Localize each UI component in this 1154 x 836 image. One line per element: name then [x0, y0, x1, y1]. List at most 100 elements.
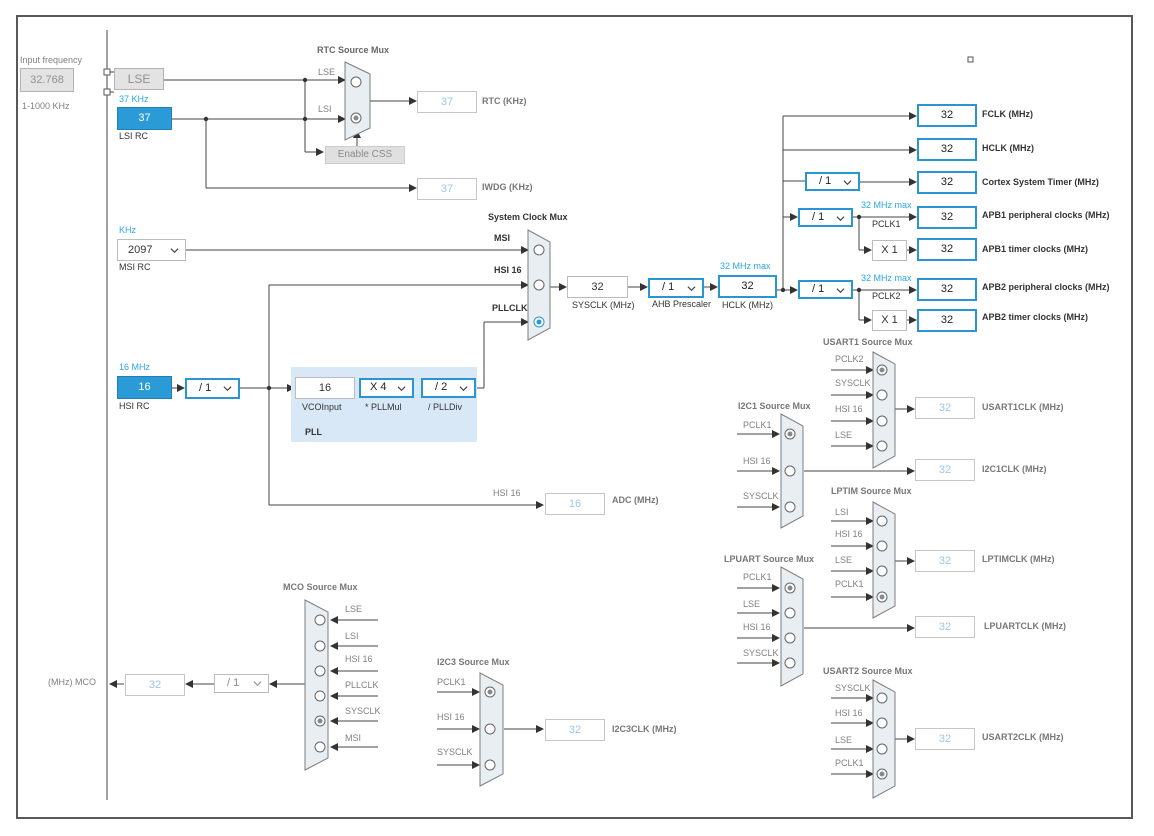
lsi-name: LSI RC	[119, 131, 149, 141]
sysclk-mux-option-hsi	[533, 279, 545, 291]
cortex-divider-value: / 1	[819, 175, 832, 187]
lptim-mux-shape	[872, 501, 896, 619]
usart1-input-hsi: HSI 16	[835, 404, 863, 414]
usart1-output-field[interactable]: 32	[915, 397, 975, 419]
input-frequency-label: Input frequency	[20, 55, 83, 65]
usart2-mux-title: USART2 Source Mux	[823, 666, 913, 676]
hsi-frequency-label: 16 MHz	[119, 362, 151, 372]
usart1-mux-title: USART1 Source Mux	[823, 337, 913, 347]
lpuart-input-sysclk: SYSCLK	[743, 648, 779, 658]
hsi-oscillator[interactable]: 16	[117, 376, 172, 399]
input-frequency-field[interactable]: 32.768	[20, 68, 74, 92]
i2c3-output-field[interactable]: 32	[545, 719, 605, 741]
i2c3-mux-title: I2C3 Source Mux	[437, 657, 510, 667]
usart2-output-field[interactable]: 32	[915, 728, 975, 750]
mco-input-lsi: LSI	[345, 631, 359, 641]
chevron-down-icon	[687, 286, 696, 292]
apb1-timer-label: APB1 timer clocks (MHz)	[982, 244, 1089, 254]
fclk-field[interactable]: 32	[917, 104, 977, 127]
mco-output-label: (MHz) MCO	[48, 677, 96, 687]
apb2-timer-multiplier: X 1	[872, 310, 907, 331]
chevron-down-icon	[836, 216, 845, 222]
cortex-timer-field[interactable]: 32	[917, 171, 977, 194]
apb2-divider-select[interactable]: / 1	[798, 280, 853, 299]
lpuart-input-hsi: HSI 16	[743, 622, 771, 632]
lptim-input-hsi: HSI 16	[835, 529, 863, 539]
lse-oscillator[interactable]: LSE	[114, 68, 164, 90]
diagram-frame	[16, 15, 1133, 819]
sysclk-field[interactable]: 32	[567, 276, 628, 298]
mco-divider-select[interactable]: / 1	[214, 674, 269, 693]
cortex-divider-select[interactable]: / 1	[805, 172, 860, 191]
lptim-mux-title: LPTIM Source Mux	[831, 486, 912, 496]
hsi-name: HSI RC	[119, 401, 150, 411]
pll-multiplier-label: * PLLMul	[365, 402, 402, 412]
mco-output-field[interactable]: 32	[125, 674, 185, 696]
hsi-divider-select[interactable]: / 1	[185, 378, 240, 399]
rtc-mux-input-lsi: LSI	[318, 104, 332, 114]
enable-css-button[interactable]: Enable CSS	[325, 146, 405, 164]
pll-divider-select[interactable]: / 2	[421, 378, 476, 398]
lsi-oscillator[interactable]: 37	[117, 107, 172, 130]
pll-multiplier-select[interactable]: X 4	[359, 378, 414, 398]
pll-divider-label: / PLLDiv	[428, 402, 463, 412]
apb1-divider-select[interactable]: / 1	[798, 208, 853, 227]
sysclk-mux-input-msi: MSI	[494, 233, 511, 243]
apb1-peripheral-label: APB1 peripheral clocks (MHz)	[982, 210, 1110, 220]
chevron-down-icon	[843, 180, 852, 186]
lptim-input-lse: LSE	[835, 555, 853, 565]
rtc-output-field[interactable]: 37	[417, 91, 477, 113]
lpuart-output-label: LPUARTCLK (MHz)	[984, 621, 1066, 631]
i2c3-input-pclk1: PCLK1	[437, 677, 466, 687]
pclk1-label: PCLK1	[872, 219, 901, 229]
apb2-timer-field[interactable]: 32	[917, 309, 977, 332]
hclk-output-field[interactable]: 32	[917, 138, 977, 161]
hclk-output-label: HCLK (MHz)	[982, 143, 1034, 153]
ahb-prescaler-select[interactable]: / 1	[648, 278, 704, 298]
msi-name: MSI RC	[119, 262, 151, 272]
hsi-divider-value: / 1	[199, 382, 212, 394]
lptim-output-field[interactable]: 32	[915, 550, 975, 572]
i2c1-output-field[interactable]: 32	[915, 459, 975, 481]
mco-input-pllclk: PLLCLK	[345, 680, 379, 690]
chevron-down-icon	[223, 386, 232, 392]
lpuart-mux-title: LPUART Source Mux	[724, 554, 815, 564]
rtc-mux-option-lse	[350, 76, 362, 88]
mco-input-msi: MSI	[345, 733, 362, 743]
cortex-timer-label: Cortex System Timer (MHz)	[982, 177, 1099, 187]
lpuart-output-field[interactable]: 32	[915, 616, 975, 638]
lptim-input-pclk1: PCLK1	[835, 579, 864, 589]
lsi-frequency-label: 37 KHz	[119, 94, 149, 104]
mco-input-hsi: HSI 16	[345, 654, 373, 664]
sysclk-mux-title: System Clock Mux	[488, 212, 568, 222]
usart2-input-pclk1: PCLK1	[835, 758, 864, 768]
mco-mux-title: MCO Source Mux	[283, 582, 358, 592]
apb1-peripheral-field[interactable]: 32	[917, 206, 977, 229]
i2c3-input-hsi: HSI 16	[437, 712, 465, 722]
iwdg-output-field[interactable]: 37	[417, 178, 477, 200]
ahb-prescaler-value: / 1	[662, 281, 675, 293]
i2c3-output-label: I2C3CLK (MHz)	[612, 724, 677, 734]
lptim-output-label: LPTIMCLK (MHz)	[982, 554, 1055, 564]
apb2-timer-label: APB2 timer clocks (MHz)	[982, 312, 1089, 322]
usart2-mux-shape	[872, 679, 896, 799]
usart2-input-sysclk: SYSCLK	[835, 683, 871, 693]
apb1-timer-multiplier: X 1	[872, 240, 907, 261]
i2c1-mux-title: I2C1 Source Mux	[738, 401, 811, 411]
apb1-timer-field[interactable]: 32	[917, 238, 977, 261]
usart1-input-lse: LSE	[835, 430, 853, 440]
chevron-down-icon	[836, 288, 845, 294]
adc-output-field[interactable]: 16	[545, 493, 605, 515]
rtc-mux-shape	[344, 61, 371, 141]
pll-multiplier-value: X 4	[370, 381, 387, 393]
hclk-label: HCLK (MHz)	[722, 300, 773, 310]
fclk-label: FCLK (MHz)	[982, 109, 1033, 119]
hclk-field[interactable]: 32	[718, 275, 777, 298]
apb2-peripheral-label: APB2 peripheral clocks (MHz)	[982, 282, 1110, 292]
msi-range-select[interactable]: 2097	[117, 239, 186, 261]
apb2-divider-value: / 1	[812, 283, 825, 295]
pll-vco-input-field[interactable]: 16	[295, 377, 355, 399]
sysclk-mux-option-msi	[533, 244, 545, 256]
apb2-peripheral-field[interactable]: 32	[917, 278, 977, 301]
apb1-divider-value: / 1	[812, 211, 825, 223]
